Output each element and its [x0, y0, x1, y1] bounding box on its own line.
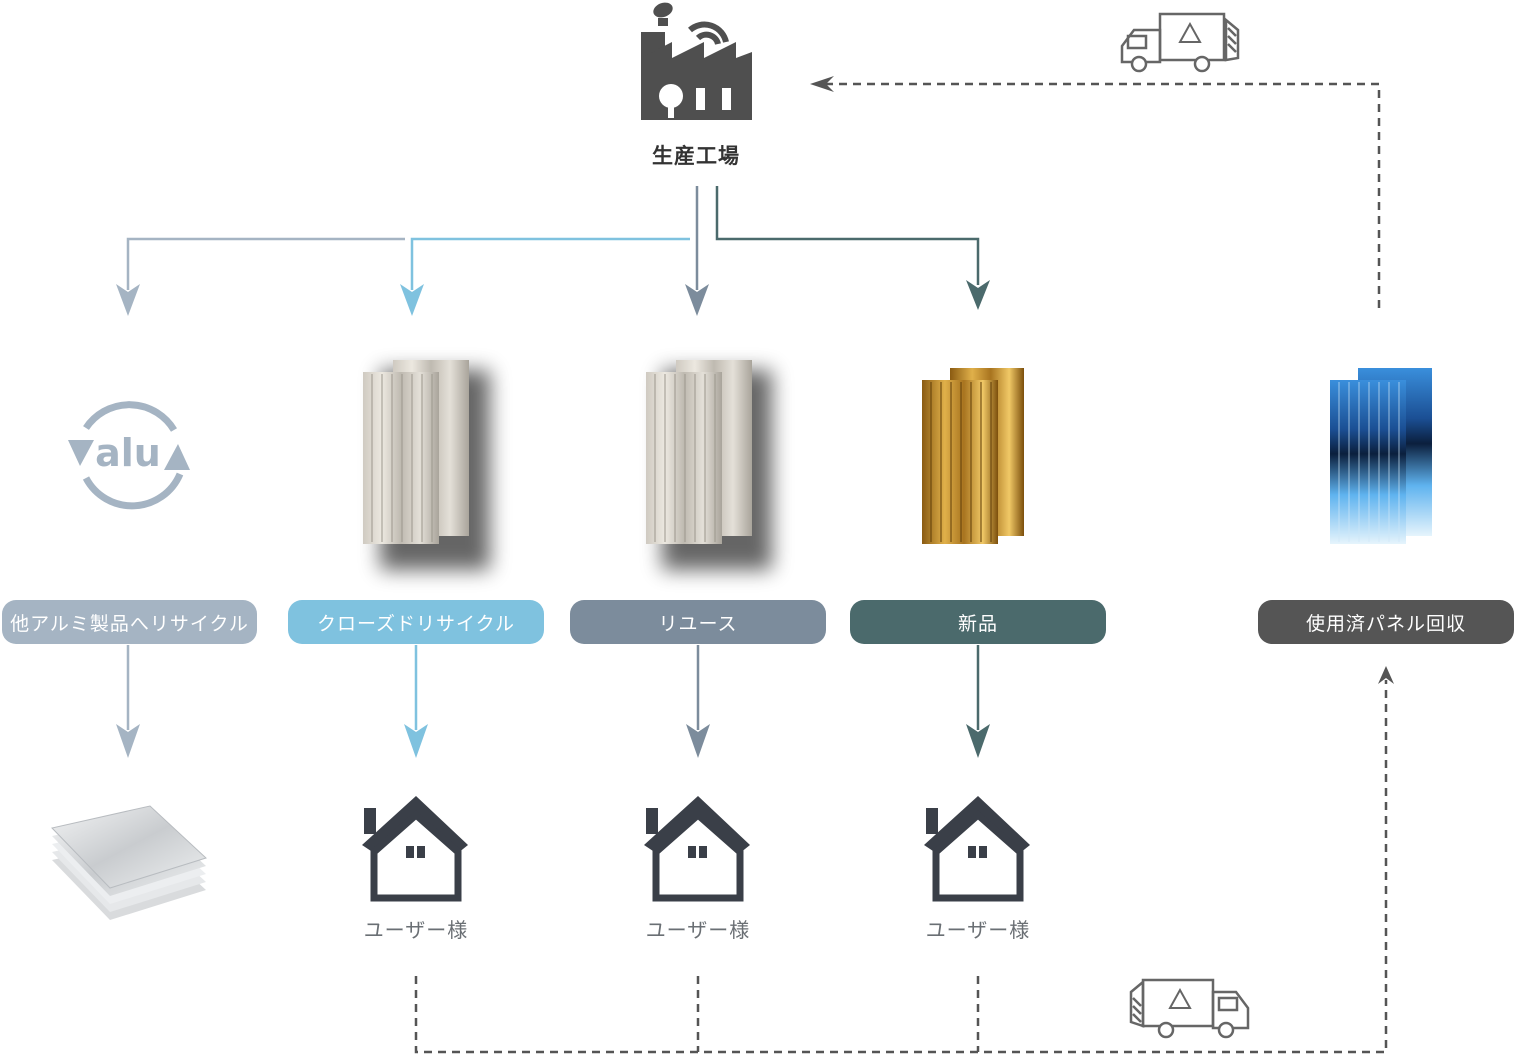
factory-icon: [641, 2, 752, 120]
pill-closed-recycle: クローズドリサイクル: [288, 600, 544, 644]
pill-collection-label: 使用済パネル回収: [1305, 612, 1466, 635]
return-arrow-head: [810, 76, 834, 92]
alu-label: alu: [95, 431, 161, 475]
blue-panel-icon: [1330, 368, 1432, 544]
pill-recycle-other-label: 他アルミ製品へリサイクル: [10, 612, 249, 635]
pill-reuse: リユース: [570, 600, 826, 644]
recycle-truck-icon-bottom: [1129, 978, 1250, 1039]
pill-reuse-label: リユース: [658, 612, 738, 635]
return-dashed-line: [822, 82, 1381, 308]
pill-recycle-other: 他アルミ製品へリサイクル: [2, 600, 257, 644]
house-icon: [924, 796, 1030, 902]
down-arrow-heads: [116, 724, 990, 758]
collection-dashed-line: [414, 680, 1388, 1054]
user-label: ユーザー様: [925, 918, 1031, 942]
recycle-truck-icon: [1120, 12, 1240, 73]
house-icon: [362, 796, 468, 902]
collection-arrow-head: [1378, 666, 1394, 684]
house-icon: [644, 796, 750, 902]
alu-recycle-icon: alu: [68, 401, 190, 510]
pill-new: 新品: [850, 600, 1106, 644]
aluminum-sheets-icon: [51, 805, 207, 920]
silver-panel-icon-reuse: [646, 360, 772, 570]
pill-closed-recycle-label: クローズドリサイクル: [316, 612, 516, 635]
arrow-heads: [116, 280, 990, 316]
factory-label: 生産工場: [652, 144, 740, 168]
down-arrows: [126, 645, 980, 730]
user-label: ユーザー様: [363, 918, 469, 942]
flow-arrows: [126, 186, 980, 290]
silver-panel-icon: [363, 360, 490, 570]
user-label: ユーザー様: [645, 918, 751, 942]
pill-new-label: 新品: [957, 612, 998, 635]
pill-collection: 使用済パネル回収: [1258, 600, 1514, 644]
gold-panel-icon: [922, 368, 1024, 544]
